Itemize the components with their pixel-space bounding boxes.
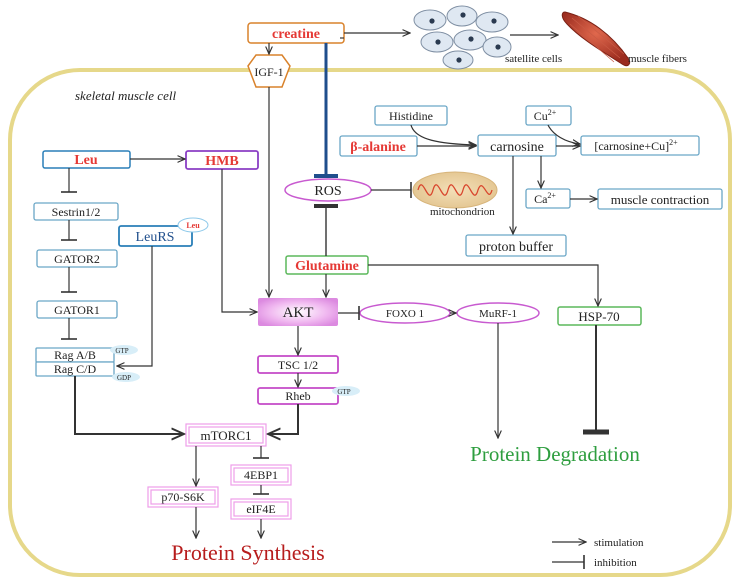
4ebp1-label: 4EBP1 — [244, 468, 278, 482]
cell-label: skeletal muscle cell — [75, 88, 176, 103]
rag-gtp-badge — [110, 345, 138, 355]
satellite-cells-icon — [413, 5, 512, 70]
foxo1-label: FOXO 1 — [386, 308, 424, 320]
creatine-label: creatine — [272, 27, 320, 42]
cu-text: Cu — [534, 109, 548, 123]
legend: stimulation inhibition — [552, 537, 644, 569]
leurs-leu-badge-label: Leu — [186, 221, 200, 230]
edge-histidine-carnosine — [410, 124, 476, 145]
hsp70-node — [557, 306, 642, 326]
4ebp1-inner-border — [233, 467, 289, 483]
mitochondrion-label: mitochondrion — [430, 206, 495, 218]
ca-label: Ca2+ — [534, 191, 556, 206]
igf1-label: IGF-1 — [254, 65, 283, 79]
muscle-fibers-label: muscle fibers — [628, 53, 687, 65]
protein-synthesis-label: Protein Synthesis — [171, 540, 324, 565]
gator2-label: GATOR2 — [54, 252, 100, 266]
gator1-label: GATOR1 — [54, 303, 100, 317]
cu-label: Cu2+ — [534, 108, 557, 123]
tsc-label: TSC 1/2 — [278, 358, 318, 372]
cell-membrane — [8, 68, 732, 577]
ca-text: Ca — [534, 192, 548, 206]
hsp70-label: HSP-70 — [578, 309, 619, 324]
histidine-label: Histidine — [389, 109, 433, 123]
p70-label: p70-S6K — [161, 490, 205, 504]
leurs-label: LeuRS — [136, 230, 175, 245]
edges — [61, 33, 609, 538]
hmb-label: HMB — [205, 154, 238, 169]
rheb-gtp-badge — [332, 386, 360, 396]
leu-label: Leu — [74, 153, 98, 168]
muscle-contraction-node — [597, 188, 723, 210]
rag-cd-label: Rag C/D — [54, 362, 97, 376]
eif4e-inner-border — [233, 501, 289, 517]
mitochondrion-icon — [412, 171, 498, 209]
murf1-label: MuRF-1 — [479, 308, 517, 320]
mtorc1-node — [185, 423, 267, 447]
muscle-fiber-icon — [561, 11, 631, 67]
sestrin-label: Sestrin1/2 — [52, 205, 101, 219]
edge-rheb-mtorc1 — [268, 404, 299, 434]
carnosine-cu-text: [carnosine+Cu] — [594, 139, 669, 153]
muscle-contraction-label: muscle contraction — [611, 192, 710, 207]
glutamine-label: Glutamine — [295, 259, 359, 274]
ros-label: ROS — [314, 184, 341, 199]
leurs-leu-badge — [177, 217, 209, 233]
rag-gdp-badge — [112, 372, 140, 382]
leurs-node — [118, 225, 193, 247]
edge-leurs-rag — [117, 246, 153, 366]
mtorc1-inner-border — [188, 426, 264, 444]
protein-degradation-label: Protein Degradation — [470, 442, 640, 466]
cu-superscript: 2+ — [548, 108, 557, 117]
carnosine-cu-superscript: 2+ — [669, 138, 678, 147]
rheb-label: Rheb — [285, 389, 310, 403]
carnosine-cu-label: [carnosine+Cu]2+ — [594, 138, 678, 153]
sestrin-node — [33, 202, 119, 221]
igf1-node — [247, 54, 291, 88]
edge-rag-mtorc1 — [74, 376, 184, 434]
gator2-node — [36, 249, 118, 268]
legend-inhibition-label: inhibition — [594, 557, 637, 569]
eif4e-label: eIF4E — [246, 502, 275, 516]
carnosine-label: carnosine — [490, 140, 544, 155]
beta-alanine-label: β-alanine — [350, 140, 406, 155]
mtorc1-label: mTORC1 — [200, 428, 251, 443]
gator1-node — [36, 300, 118, 319]
edge-hmb-akt — [221, 169, 257, 312]
p70-node — [147, 486, 219, 508]
rag-gtp-label: GTP — [115, 347, 128, 355]
rheb-gtp-label: GTP — [337, 388, 350, 396]
rag-gdp-label: GDP — [117, 374, 131, 382]
edge-glutamine-hsp70 — [368, 264, 598, 306]
legend-stimulation-label: stimulation — [594, 537, 644, 549]
p70-inner-border — [150, 489, 216, 505]
ca-superscript: 2+ — [547, 191, 556, 200]
satellite-cells-label: satellite cells — [505, 53, 562, 65]
rag-ab-label: Rag A/B — [54, 348, 96, 362]
akt-node — [258, 298, 338, 326]
proton-buffer-node — [465, 234, 567, 257]
proton-buffer-label: proton buffer — [479, 240, 553, 255]
akt-label: AKT — [283, 305, 314, 321]
